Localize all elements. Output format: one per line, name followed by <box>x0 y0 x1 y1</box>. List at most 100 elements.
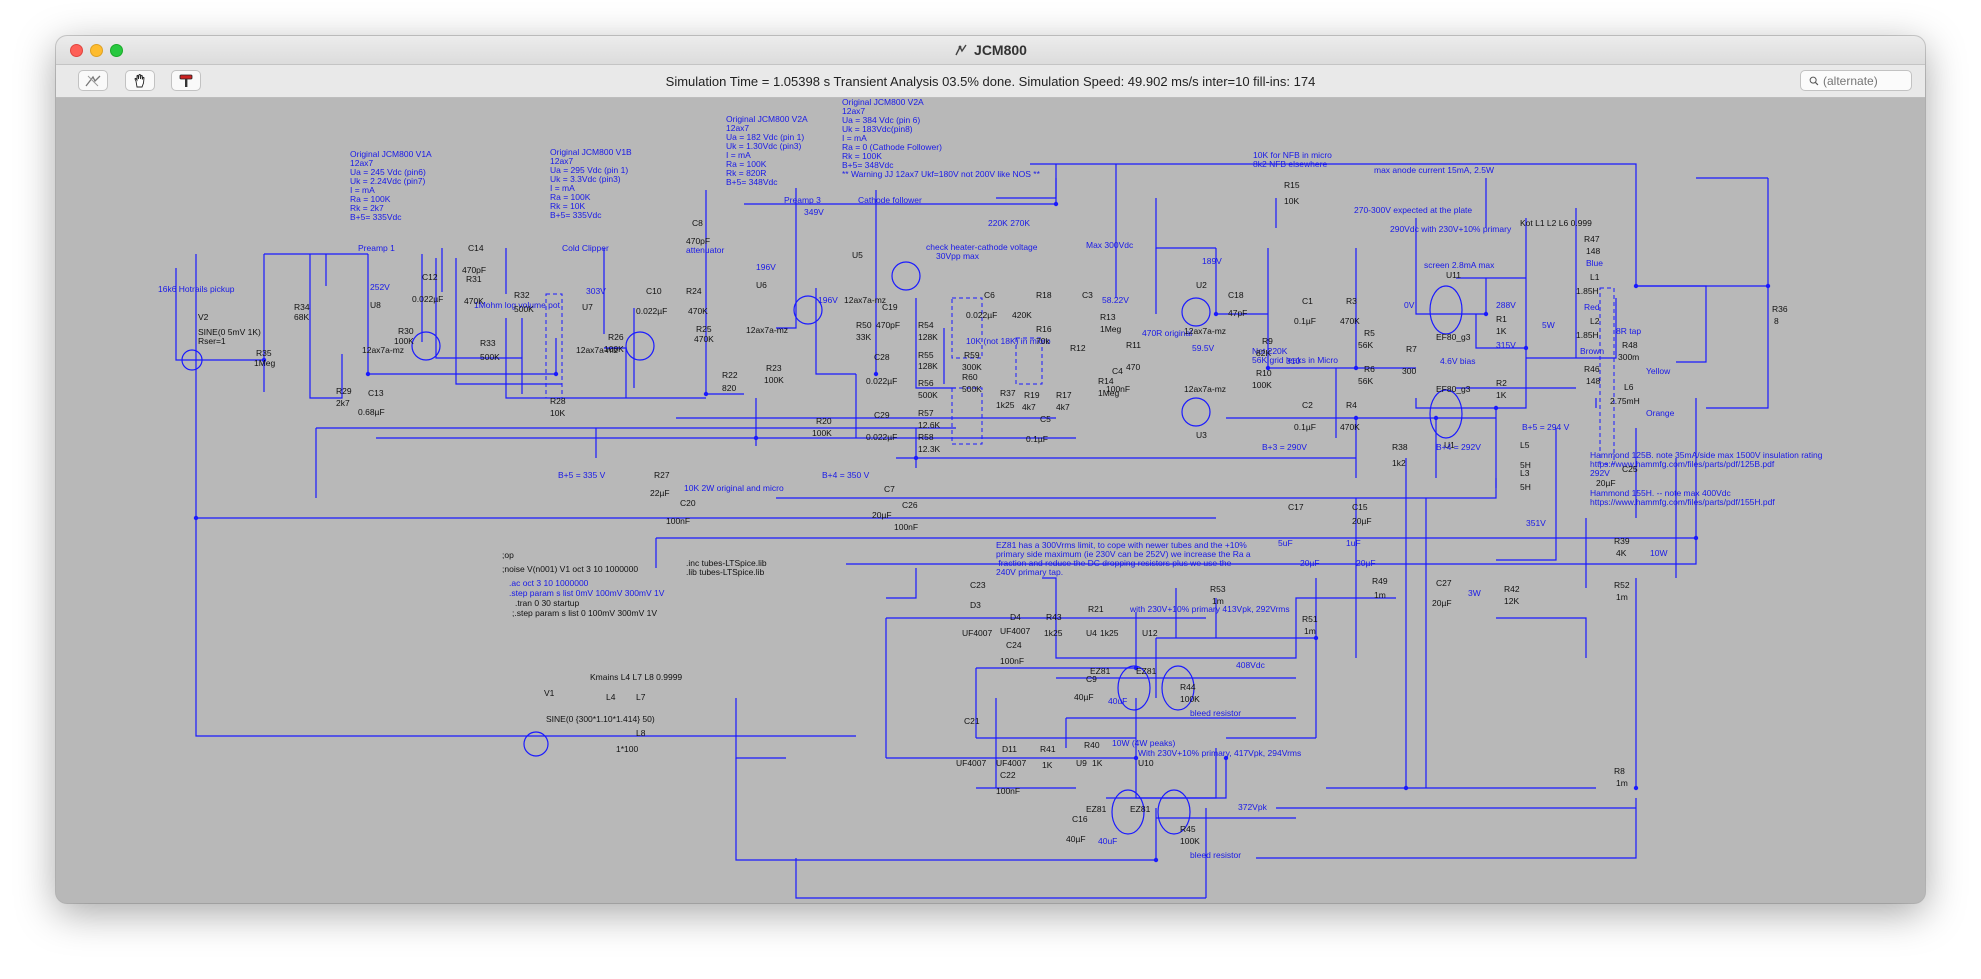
label-r11-value: 470 <box>1126 362 1140 372</box>
label-r37-value: 1k25 <box>996 400 1015 410</box>
label-u4: U4 <box>1086 628 1097 638</box>
label-c22: C22 <box>1000 770 1016 780</box>
label-r59-value: 300K <box>962 362 982 372</box>
note-hammond125: Hammond 125B. note 35mA/side max 1500V i… <box>1590 450 1823 478</box>
probe-icon <box>179 74 193 87</box>
label-r60-value: 500K <box>962 384 982 394</box>
label-c14: C14 <box>468 243 484 253</box>
label-r51-value: 1m <box>1304 626 1316 636</box>
label-c26: C26 <box>902 500 918 510</box>
label-c15b-value: 20µF <box>1352 516 1372 526</box>
search-input[interactable] <box>1819 73 1911 88</box>
label-r26-value: 100K <box>604 344 624 354</box>
label-d3: D3 <box>970 600 981 610</box>
label-r3: R3 <box>1346 296 1357 306</box>
label-20uf-a: 20µF <box>1300 558 1320 568</box>
label-r20: R20 <box>816 416 832 426</box>
title-bar: JCM800 <box>56 36 1925 65</box>
label-288v: 288V <box>1496 300 1516 310</box>
note-413vpk: with 230V+10% primary 413Vpk, 292Vrms <box>1129 604 1290 614</box>
label-r42: R42 <box>1504 584 1520 594</box>
label-c23: C23 <box>970 580 986 590</box>
search-box[interactable] <box>1800 70 1912 91</box>
label-r33: R33 <box>480 338 496 348</box>
label-r50: R50 <box>856 320 872 330</box>
label-u9: U9 <box>1076 758 1087 768</box>
directive-tran: .tran 0 30 startup;.step param s list 0 … <box>512 598 657 618</box>
note-cold-clipper: Cold Clipper <box>562 243 609 253</box>
label-r34-value: 68K <box>294 312 309 322</box>
label-c18: C18 <box>1228 290 1244 300</box>
note-220k: 220K 270K <box>988 218 1030 228</box>
label-r60: R60 <box>962 372 978 382</box>
label-r25-value: 470K <box>694 334 714 344</box>
label-l7: L7 <box>636 692 646 702</box>
label-r4: R4 <box>1346 400 1357 410</box>
note-preamp3: Preamp 3 <box>784 195 821 205</box>
label-c15: C15 <box>1352 502 1368 512</box>
label-c19-value: 470pF <box>876 320 900 330</box>
label-408vdc: 408Vdc <box>1236 660 1266 670</box>
label-c8: C8 <box>692 218 703 228</box>
label-r4-value: 470K <box>1340 422 1360 432</box>
label-r54-value: 128K <box>918 332 938 342</box>
label-r11: R11 <box>1126 340 1141 350</box>
label-c16-value: 40µF <box>1066 834 1086 844</box>
label-r13-value: 1Meg <box>1100 324 1122 334</box>
label-c9-value: 40µF <box>1074 692 1094 702</box>
label-c9: C9 <box>1086 674 1097 684</box>
label-c12: C12 <box>422 272 438 282</box>
label-59v: 59.5V <box>1192 343 1215 353</box>
label-r57-value: 12.6K <box>918 420 941 430</box>
label-c27-value: 20µF <box>1432 598 1452 608</box>
label-c21: C21 <box>964 716 980 726</box>
label-310: 310 <box>1286 356 1300 366</box>
label-l3-value: 5H <box>1520 482 1531 492</box>
label-c29: C29 <box>874 410 890 420</box>
label-r20-value: 100K <box>812 428 832 438</box>
label-c24: C24 <box>1006 640 1022 650</box>
halt-simulation-button[interactable] <box>78 70 108 91</box>
label-r21-value: 1k25 <box>1100 628 1119 638</box>
label-r18-value: 420K <box>1012 310 1032 320</box>
close-window-button[interactable] <box>70 44 83 57</box>
label-l8-value: 1*100 <box>616 744 638 754</box>
label-b3-290: B+3 = 290V <box>1262 442 1307 452</box>
pan-tool-button[interactable] <box>125 70 155 91</box>
minimize-window-button[interactable] <box>90 44 103 57</box>
label-u12-model: EZ81 <box>1136 666 1157 676</box>
probe-tool-button[interactable] <box>171 70 201 91</box>
label-r36: R36 <box>1772 304 1788 314</box>
label-r27: R27 <box>654 470 670 480</box>
label-r6: R6 <box>1364 364 1375 374</box>
label-r42-value: 12K <box>1504 596 1519 606</box>
note-bleed2: bleed resistor <box>1190 850 1241 860</box>
label-u7-model: 12ax7a-mz <box>576 345 618 355</box>
label-r26: R26 <box>608 332 624 342</box>
toolbar: Simulation Time = 1.05398 s Transient An… <box>56 65 1925 98</box>
label-r28-value: 10K <box>550 408 565 418</box>
label-r43-value: 1k25 <box>1044 628 1063 638</box>
note-cathode-follower: Cathode follower <box>858 195 922 205</box>
zoom-window-button[interactable] <box>110 44 123 57</box>
label-b5-294: B+5 = 294 V <box>1522 422 1570 432</box>
label-l2-value: 1.85H <box>1576 330 1599 340</box>
label-c10: C10 <box>646 286 662 296</box>
label-blue: Blue <box>1586 258 1603 268</box>
label-l8: L8 <box>636 728 646 738</box>
label-r37: R37 <box>1000 388 1016 398</box>
label-l3: L3 <box>1520 468 1530 478</box>
note-470r: 470R original <box>1142 328 1192 338</box>
tube-symbols <box>181 261 1463 835</box>
label-r53: R53 <box>1210 584 1226 594</box>
label-r3-value: 470K <box>1340 316 1360 326</box>
label-r59: R59 <box>964 350 980 360</box>
label-r49-value: 1m <box>1374 590 1386 600</box>
label-r36-value: 8 <box>1774 316 1779 326</box>
label-r25: R25 <box>696 324 712 334</box>
